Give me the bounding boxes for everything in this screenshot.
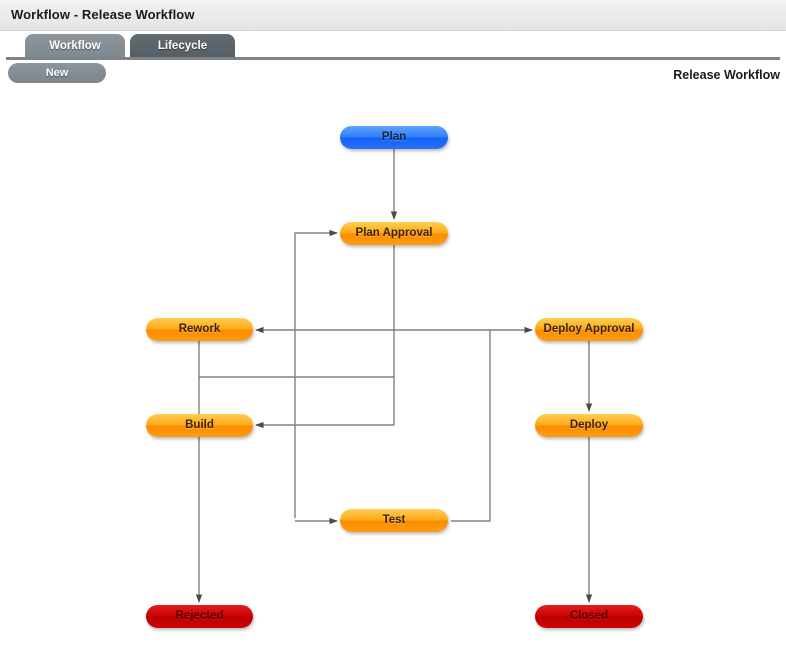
node-plan[interactable]: Plan — [340, 126, 448, 149]
node-rework[interactable]: Rework — [146, 318, 253, 341]
node-test[interactable]: Test — [340, 509, 448, 532]
node-plan-approval[interactable]: Plan Approval — [340, 222, 448, 245]
tab-strip: Workflow Lifecycle — [0, 32, 786, 60]
node-build[interactable]: Build — [146, 414, 253, 437]
action-bar: New Release Workflow — [0, 60, 786, 88]
workflow-diagram-canvas[interactable]: Plan Plan Approval Rework Deploy Approva… — [0, 88, 786, 653]
node-rejected[interactable]: Rejected — [146, 605, 253, 628]
edge-bus-to-plan-approval — [294, 229, 338, 518]
node-deploy-approval[interactable]: Deploy Approval — [535, 318, 643, 341]
node-closed[interactable]: Closed — [535, 605, 643, 628]
edge-test-to-deploy-approval — [451, 330, 491, 522]
connector-layer — [195, 149, 593, 603]
page-title: Workflow - Release Workflow — [11, 7, 195, 22]
tab-workflow[interactable]: Workflow — [25, 34, 125, 59]
tab-strip-divider — [6, 57, 780, 60]
node-deploy[interactable]: Deploy — [535, 414, 643, 437]
workflow-name-label: Release Workflow — [673, 68, 780, 82]
tab-lifecycle[interactable]: Lifecycle — [130, 34, 235, 59]
window-titlebar: Workflow - Release Workflow — [0, 0, 786, 31]
new-button[interactable]: New — [8, 63, 106, 83]
